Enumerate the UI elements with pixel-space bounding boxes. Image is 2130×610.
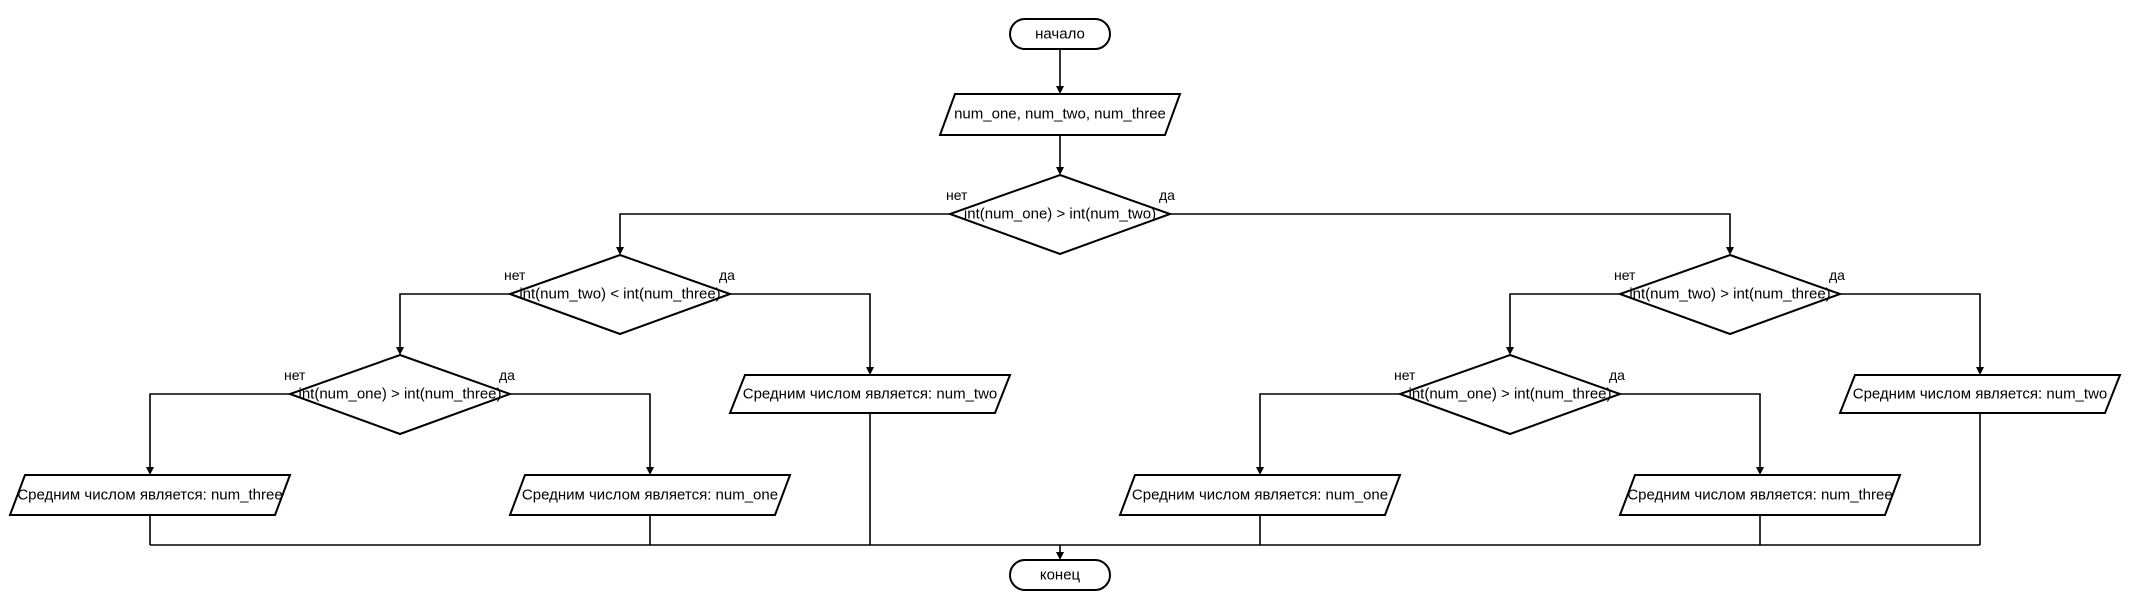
arrowhead — [1976, 367, 1984, 375]
input-block: num_one, num_two, num_three — [938, 93, 1182, 136]
connector-d4-yes — [510, 393, 651, 472]
decision-d1: int(num_one) > int(num_two) нет да — [946, 173, 1175, 256]
arrowhead — [1056, 552, 1064, 560]
arrowhead — [396, 347, 404, 355]
decision-d4: int(num_one) > int(num_three) нет да — [284, 353, 515, 436]
connector-d1-no — [619, 213, 950, 252]
output-o6-label: Средним числом является: num_two — [1853, 386, 2108, 403]
output-o1-label: Средним числом является: num_three — [17, 487, 282, 504]
branch-label-no: нет — [284, 367, 306, 383]
arrowhead — [1256, 467, 1264, 475]
decision-d2-label: int(num_two) < int(num_three) — [519, 286, 720, 303]
output-o3: Средним числом является: num_two — [728, 374, 1012, 414]
start-terminator: начало — [1009, 18, 1111, 50]
output-o5: Средним числом является: num_three — [1618, 474, 1902, 516]
decision-d3-label: int(num_two) > int(num_three) — [1629, 286, 1830, 303]
arrowhead — [646, 467, 654, 475]
connector-d3-yes — [1840, 293, 1981, 372]
arrowhead — [1056, 86, 1064, 94]
branch-label-yes: да — [1829, 267, 1845, 283]
output-o2: Средним числом является: num_one — [508, 474, 792, 516]
output-o3-label: Средним числом является: num_two — [743, 386, 998, 403]
end-terminator: конец — [1009, 559, 1111, 591]
decision-d5: int(num_one) > int(num_three) нет да — [1394, 353, 1625, 436]
arrowhead — [1056, 167, 1064, 175]
branch-label-yes: да — [499, 367, 515, 383]
arrowhead — [1506, 347, 1514, 355]
output-o5-label: Средним числом является: num_three — [1627, 487, 1892, 504]
connectors — [149, 49, 1981, 557]
decision-d1-label: int(num_one) > int(num_two) — [964, 206, 1156, 223]
arrowhead — [866, 367, 874, 375]
decision-d4-label: int(num_one) > int(num_three) — [298, 386, 501, 403]
end-label: конец — [1040, 567, 1081, 584]
arrowhead — [616, 247, 624, 255]
start-label: начало — [1035, 26, 1085, 43]
output-o6: Средним числом является: num_two — [1838, 374, 2122, 414]
branch-label-yes: да — [719, 267, 735, 283]
arrowhead — [1726, 247, 1734, 255]
branch-label-no: нет — [1394, 367, 1416, 383]
branch-label-yes: да — [1159, 187, 1175, 203]
connector-d1-yes — [1170, 213, 1731, 252]
branch-label-no: нет — [504, 267, 526, 283]
input-label: num_one, num_two, num_three — [954, 106, 1166, 123]
decision-d3: int(num_two) > int(num_three) нет да — [1614, 253, 1845, 336]
output-o2-label: Средним числом является: num_one — [522, 487, 778, 504]
arrowhead — [146, 467, 154, 475]
connector-d5-yes — [1620, 393, 1761, 472]
decision-d5-label: int(num_one) > int(num_three) — [1408, 386, 1611, 403]
arrowheads — [146, 86, 1984, 560]
arrowhead — [1756, 467, 1764, 475]
connector-d2-no — [399, 293, 510, 352]
connector-d3-no — [1509, 293, 1620, 352]
decision-d2: int(num_two) < int(num_three) нет да — [504, 253, 735, 336]
connector-d5-no — [1259, 393, 1400, 472]
connector-d2-yes — [730, 293, 871, 372]
branch-label-no: нет — [946, 187, 968, 203]
connector-d4-no — [149, 393, 290, 472]
branch-label-yes: да — [1609, 367, 1625, 383]
branch-label-no: нет — [1614, 267, 1636, 283]
output-o4: Средним числом является: num_one — [1118, 474, 1402, 516]
output-o1: Средним числом является: num_three — [8, 474, 292, 516]
output-o4-label: Средним числом является: num_one — [1132, 487, 1388, 504]
